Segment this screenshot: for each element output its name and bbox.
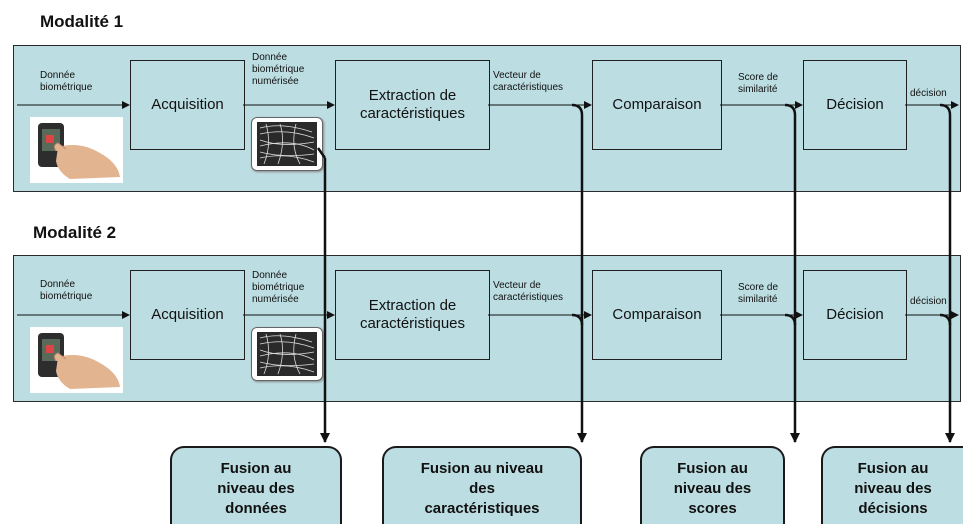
fusion-scores-line3: scores — [688, 500, 737, 517]
m2-score-line1: Score de — [738, 282, 779, 293]
m1-vector-label: Vecteur de caractéristiques — [493, 70, 563, 94]
m1-extraction-line2: caractéristiques — [359, 105, 466, 122]
m1-score-line1: Score de — [738, 72, 779, 83]
fusion-data-line2: niveau des — [217, 480, 295, 497]
fusion-data-box: Fusion au niveau des données — [170, 446, 342, 524]
m2-digitized-label: Donnée biométrique numérisée — [252, 270, 304, 306]
fusion-features-line1: Fusion au niveau — [420, 460, 544, 477]
m2-score-label: Score de similarité — [738, 282, 778, 306]
m1-decision-out-label: décision — [910, 88, 947, 99]
m1-acquisition-box: Acquisition — [130, 60, 245, 150]
fusion-features-line2: des — [469, 480, 495, 497]
m1-digitized-line1: Donnée — [252, 52, 288, 63]
m2-extraction-line2: caractéristiques — [359, 315, 466, 332]
modality-2-title: Modalité 2 — [33, 223, 117, 242]
modality-1-title: Modalité 1 — [40, 12, 124, 31]
m2-digitized-line3: numérisée — [252, 294, 299, 305]
m1-decision-box: Décision — [803, 60, 907, 150]
m2-vector-line1: Vecteur de — [493, 280, 541, 291]
m1-digitized-label: Donnée biométrique numérisée — [252, 52, 304, 88]
m2-score-line2: similarité — [738, 294, 778, 305]
m1-tap-scores — [784, 103, 797, 116]
m2-input-label-line2: biométrique — [40, 291, 93, 302]
m1-extraction-line1: Extraction de — [368, 87, 457, 104]
fusion-features-box: Fusion au niveau des caractéristiques — [382, 446, 582, 524]
m1-fingerprint-scanner-hand-image — [30, 117, 123, 183]
m2-vector-line2: caractéristiques — [493, 292, 564, 303]
m2-decision-box: Décision — [803, 270, 907, 360]
m2-tap-features — [571, 313, 584, 326]
m1-input-label-line2: biométrique — [40, 82, 93, 93]
fusion-decisions-line2: niveau des — [854, 480, 932, 497]
m2-input-label-line1: Donnée — [40, 279, 76, 290]
fusion-data-line1: Fusion au — [220, 460, 292, 477]
m2-extraction-line1: Extraction de — [368, 297, 457, 314]
m2-vector-label: Vecteur de caractéristiques — [493, 280, 563, 304]
m2-decision-out-label: décision — [910, 296, 947, 307]
m1-extraction-box: Extraction de caractéristiques — [335, 60, 490, 150]
m2-fingerprint-scanner-hand-image — [30, 327, 123, 393]
fusion-features-line3: caractéristiques — [424, 500, 540, 517]
m2-digitized-line2: biométrique — [252, 282, 305, 293]
m1-tap-decisions — [939, 103, 952, 116]
fusion-data-line3: données — [225, 500, 287, 517]
m1-fingerprint-image — [251, 117, 323, 171]
fusion-scores-box: Fusion au niveau des scores — [640, 446, 785, 524]
fusion-decisions-line3: décisions — [858, 500, 928, 517]
m1-vector-line1: Vecteur de — [493, 70, 541, 81]
m1-input-label-line1: Donnée — [40, 70, 76, 81]
m2-digitized-line1: Donnée — [252, 270, 288, 281]
fusion-scores-line1: Fusion au — [677, 460, 748, 477]
m2-tap-scores — [784, 313, 797, 326]
fusion-decisions-line1: Fusion au — [857, 460, 929, 477]
fusion-scores-line2: niveau des — [673, 480, 752, 497]
m1-score-line2: similarité — [738, 84, 778, 95]
m2-fingerprint-image — [251, 327, 323, 381]
fusion-decisions-box: Fusion au niveau des décisions — [821, 446, 963, 524]
m2-acquisition-box: Acquisition — [130, 270, 245, 360]
m1-tap-features — [571, 103, 584, 116]
m1-digitized-line2: biométrique — [252, 64, 305, 75]
m1-input-label: Donnée biométrique — [40, 70, 92, 94]
m1-vector-line2: caractéristiques — [493, 82, 564, 93]
m2-extraction-box: Extraction de caractéristiques — [335, 270, 490, 360]
m1-tap-data — [316, 147, 327, 159]
m2-comparison-box: Comparaison — [592, 270, 722, 360]
m2-input-label: Donnée biométrique — [40, 279, 92, 303]
m1-score-label: Score de similarité — [738, 72, 778, 96]
m1-digitized-line3: numérisée — [252, 76, 299, 87]
m1-comparison-box: Comparaison — [592, 60, 722, 150]
m2-tap-decisions — [939, 313, 952, 326]
